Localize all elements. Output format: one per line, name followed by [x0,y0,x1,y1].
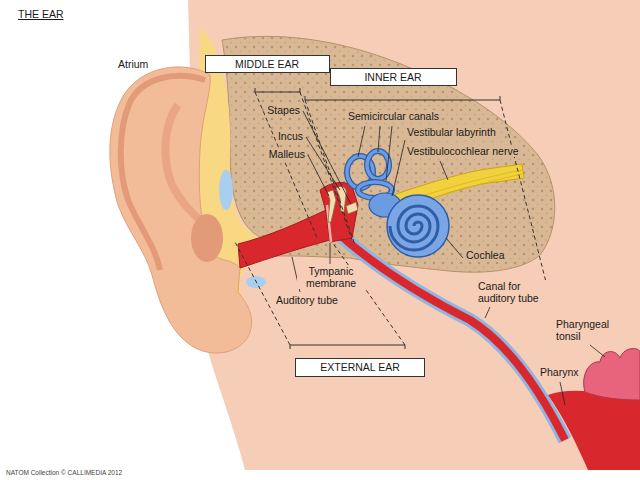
label-anchor: Stapes [265,104,302,116]
part-label: Semicircular canals [346,110,441,122]
label-anchor: Canal for auditory tube [476,280,560,304]
part-label: Canal for auditory tube [476,280,560,304]
region-box: EXTERNAL EAR [295,358,425,377]
part-label: Cochlea [464,249,507,261]
label-anchor: Auditory tube [274,294,340,306]
region-title: MIDDLE EAR [235,58,299,70]
head-skin [188,0,640,470]
bracket [305,96,500,100]
label-anchor: Tympanic membrane [297,265,365,289]
leader-line [485,307,490,318]
part-label: Incus [276,130,305,142]
cartilage-spot [219,170,233,210]
label-anchor: Pharyngeal tonsil [554,318,622,342]
title-anchor: THE EAR [18,8,64,20]
bracket [255,88,300,92]
ear-canal [238,210,330,268]
part-label: Vestibular labyrinth [405,126,498,138]
label-anchor: Vestibular labyrinth [405,126,498,138]
auricle [110,67,252,353]
part-label: Pharynx [538,366,581,378]
label-anchor: Atrium [116,58,150,70]
label-anchor: Semicircular canals [346,110,441,122]
leader-line [330,243,331,264]
cochlea-spiral [390,206,438,250]
leader-line [358,126,392,181]
region-box: MIDDLE EAR [205,55,330,73]
stapes-bone [346,202,358,214]
part-label: Stapes [265,104,302,116]
tonsil-shape [584,349,640,400]
concha [191,214,223,262]
pharynx-shape [548,391,640,470]
label-anchor: Cochlea [464,249,507,261]
bracket-dashed-line [235,92,548,345]
semicircular-canal-shapes [347,151,392,198]
middle-ear-cavity [320,183,358,242]
leader-line [560,382,565,405]
watermark: NATOM Collection © CALLIMEDIA 2012 [4,469,124,476]
leader-line [308,155,329,196]
leader-line [303,111,351,204]
auditory-tube [340,235,565,440]
region-title: EXTERNAL EAR [320,361,400,373]
antihelix-fold [165,105,205,225]
diagram-title: THE EAR [18,8,64,20]
region-box: INNER EAR [330,68,457,86]
part-label: Malleus [267,148,307,160]
leader-lines [292,111,605,405]
canal-loop [367,151,389,179]
label-anchor: Malleus [267,148,307,160]
cochlea-shape [387,195,449,257]
canal-loop [367,151,389,179]
tube-canal [340,235,565,440]
bracket [290,345,405,349]
label-anchor: Pharynx [538,366,581,378]
leader-line [440,161,448,180]
leader-line [590,345,605,357]
part-label: Vestibulocochlear nerve [405,145,521,157]
leader-line [306,137,340,190]
leader-line [392,140,405,196]
leader-line [446,238,463,258]
part-label: Tympanic membrane [297,265,365,289]
label-anchor: Incus [276,130,305,142]
region-title: INNER EAR [364,71,421,83]
part-label: Pharyngeal tonsil [554,318,622,342]
label-anchor: NATOM Collection © CALLIMEDIA 2012 [4,469,124,476]
part-label: Auditory tube [274,294,340,306]
label-anchor: Vestibulocochlear nerve [405,145,521,157]
region-brackets [235,88,548,349]
part-label: Atrium [116,58,150,70]
